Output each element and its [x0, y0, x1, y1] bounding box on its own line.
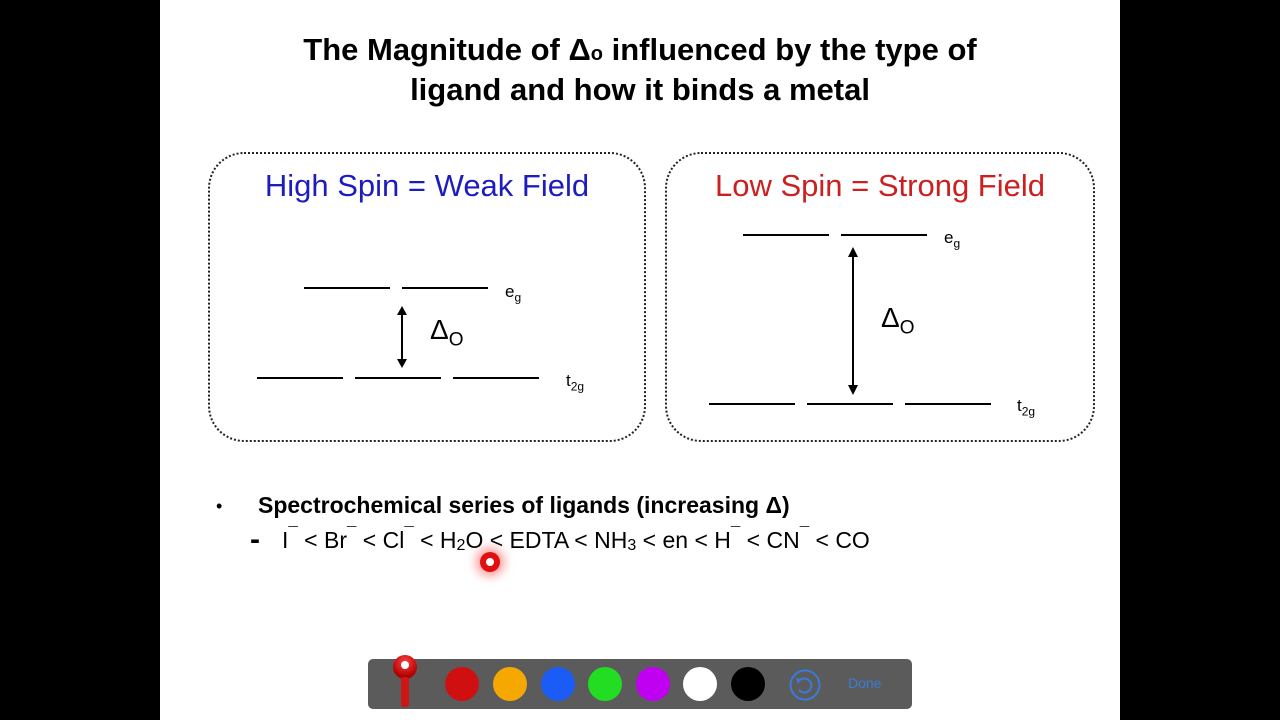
t2g-level-2 [355, 377, 441, 379]
title-line-2: ligand and how it binds a metal [410, 72, 870, 107]
color-white-swatch[interactable] [683, 667, 717, 701]
slide-title: The Magnitude of Δo influenced by the ty… [150, 32, 1130, 108]
ligand-series: I¯ < Br¯ < Cl¯ < H2O < EDTA < NH3 < en <… [282, 524, 870, 554]
laser-pointer-dot [480, 552, 500, 572]
high-spin-heading: High Spin = Weak Field [264, 168, 590, 203]
annotation-toolbar: Done [368, 655, 912, 709]
eg-level-1 [304, 287, 390, 289]
t2g-level-2 [807, 403, 893, 405]
color-green-swatch[interactable] [588, 667, 622, 701]
bullet-marker: • [216, 496, 223, 516]
delta-o-label: ΔO [881, 302, 915, 339]
eg-level-1 [743, 234, 829, 236]
spectrochemical-heading: Spectrochemical series of ligands (incre… [258, 492, 790, 518]
t2g-level-1 [709, 403, 795, 405]
color-orange-swatch[interactable] [493, 667, 527, 701]
color-blue-swatch[interactable] [541, 667, 575, 701]
eg-label: eg [944, 228, 961, 251]
eg-level-2 [841, 234, 927, 236]
color-purple-swatch[interactable] [636, 667, 670, 701]
low-spin-box: Low Spin = Strong Field eg t2g ΔO [665, 152, 1095, 442]
delta-o-label: ΔO [430, 314, 464, 351]
title-line-1: The Magnitude of Δo influenced by the ty… [303, 32, 977, 67]
slide: The Magnitude of Δo influenced by the ty… [160, 0, 1120, 720]
t2g-label: t2g [566, 371, 585, 394]
done-button[interactable]: Done [848, 675, 882, 691]
eg-level-2 [402, 287, 488, 289]
delta-arrow [848, 247, 858, 395]
dash-marker: - [250, 523, 260, 556]
undo-icon[interactable] [788, 668, 822, 702]
high-spin-box: High Spin = Weak Field eg t2g ΔO [208, 152, 646, 442]
laser-pointer-icon[interactable] [390, 653, 420, 709]
t2g-level-1 [257, 377, 343, 379]
low-spin-heading: Low Spin = Strong Field [715, 168, 1045, 203]
eg-label: eg [505, 282, 522, 305]
color-red-swatch[interactable] [445, 667, 479, 701]
t2g-level-3 [905, 403, 991, 405]
t2g-level-3 [453, 377, 539, 379]
color-black-swatch[interactable] [731, 667, 765, 701]
t2g-label: t2g [1017, 396, 1036, 419]
delta-arrow [397, 306, 407, 368]
